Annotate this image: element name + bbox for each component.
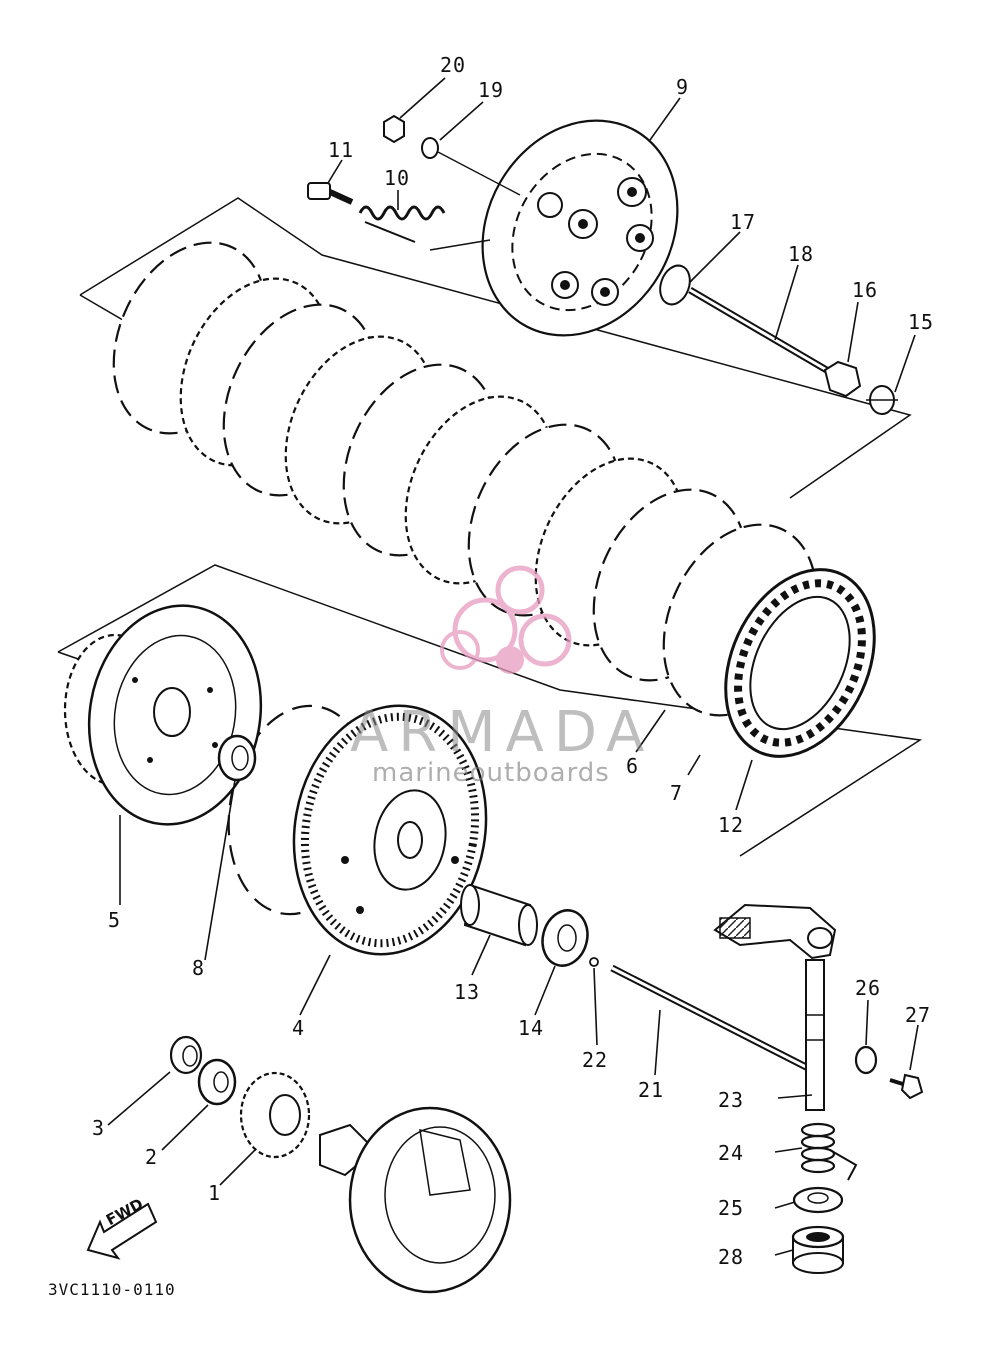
callout-12: 12 — [718, 813, 745, 837]
nut-20 — [383, 114, 405, 144]
clutch-housing-frame — [57, 564, 923, 857]
primary-drive-gear-1 — [239, 1071, 311, 1159]
callout-28: 28 — [718, 1245, 745, 1269]
callout-10: 10 — [384, 166, 411, 190]
washer-17 — [659, 264, 691, 306]
plate-stack-frame — [79, 197, 912, 499]
callout-1: 1 — [208, 1181, 222, 1205]
callout-23: 23 — [718, 1088, 745, 1112]
callout-24: 24 — [718, 1141, 745, 1165]
callout-6: 6 — [626, 754, 640, 778]
callout-22: 22 — [582, 1048, 609, 1072]
callout-21: 21 — [638, 1078, 665, 1102]
friction-and-clutch-plates — [112, 241, 818, 717]
push-rod-21 — [610, 964, 810, 1072]
callout-14: 14 — [518, 1016, 545, 1040]
callout-27: 27 — [905, 1003, 932, 1027]
lock-washer-2 — [197, 1058, 237, 1106]
clutch-housing — [227, 704, 488, 956]
callout-25: 25 — [718, 1196, 745, 1220]
callout-2: 2 — [145, 1145, 159, 1169]
push-lever-23 — [713, 903, 837, 1111]
callout-26: 26 — [855, 976, 882, 1000]
callout-13: 13 — [454, 980, 481, 1004]
washer-26 — [854, 1045, 878, 1075]
washer-19 — [421, 137, 521, 196]
crankshaft — [319, 1106, 512, 1294]
nut-16 — [823, 360, 862, 398]
callout-15: 15 — [908, 310, 935, 334]
diagram-code: 3VC1110-0110 — [48, 1280, 176, 1299]
callout-19: 19 — [478, 78, 505, 102]
leader-lines — [107, 77, 919, 1256]
callout-18: 18 — [788, 242, 815, 266]
washer-14 — [541, 909, 589, 967]
callout-9: 9 — [676, 75, 690, 99]
armada-logo-icon — [440, 565, 572, 674]
bearing-28 — [791, 1225, 845, 1274]
callout-16: 16 — [852, 278, 879, 302]
spring-bolt — [307, 182, 354, 205]
watermark-subtitle: marineoutboards — [372, 758, 610, 788]
callout-8: 8 — [192, 956, 206, 980]
clutch-boss — [63, 604, 263, 826]
oil-seal-25 — [792, 1186, 844, 1214]
bolt-27 — [889, 1073, 924, 1100]
callout-7: 7 — [670, 781, 684, 805]
callout-3: 3 — [92, 1116, 106, 1140]
nut-3 — [169, 1035, 203, 1075]
push-rod-18 — [688, 286, 832, 376]
cushion-ring-12 — [724, 568, 876, 758]
callout-20: 20 — [440, 53, 467, 77]
sleeve-13 — [460, 883, 538, 947]
callout-11: 11 — [328, 138, 355, 162]
return-spring-24 — [800, 1122, 858, 1181]
lock-washer-15 — [866, 385, 898, 415]
clutch-spring — [358, 205, 446, 243]
callout-4: 4 — [292, 1016, 306, 1040]
watermark-title: ARMADA — [350, 700, 655, 765]
steel-ball-22 — [589, 957, 599, 967]
fwd-arrow-icon — [86, 1202, 158, 1260]
callout-17: 17 — [730, 210, 757, 234]
callout-5: 5 — [108, 908, 122, 932]
pressure-plate — [481, 119, 679, 337]
thrust-washer-8 — [217, 734, 257, 782]
